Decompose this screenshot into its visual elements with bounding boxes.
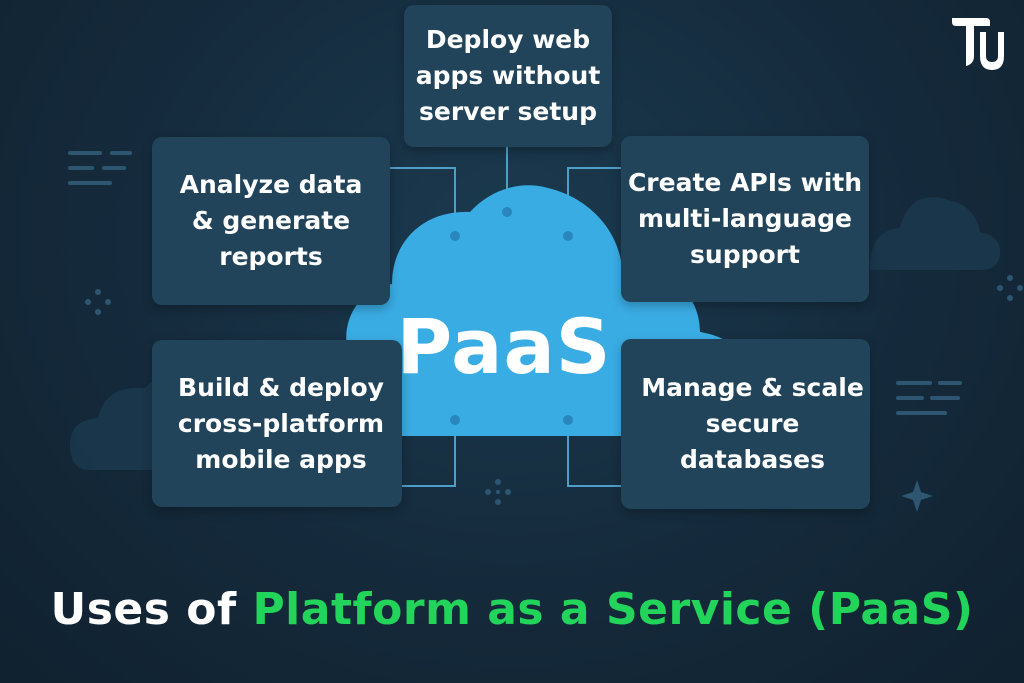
dash-lines-top-left — [68, 151, 132, 185]
dot-cluster-left — [85, 289, 111, 315]
dot-cluster-bottom — [485, 479, 511, 505]
card-manage-databases: Manage & scale secure databases — [621, 339, 870, 509]
sparkle-icon — [901, 480, 933, 512]
dot-cluster-right — [997, 275, 1023, 301]
headline-highlight: Platform as a Service (PaaS) — [252, 584, 974, 635]
tu-logo-icon — [952, 18, 1004, 70]
card-analyze-data: Analyze data & generate reports — [152, 137, 390, 305]
paas-center-label: PaaS — [396, 301, 612, 391]
bg-cloud-right — [870, 197, 1001, 270]
connector-dots — [450, 207, 573, 425]
card-create-apis: Create APIs with multi-language support — [621, 136, 869, 302]
card-deploy-web-apps: Deploy web apps without server setup — [404, 5, 612, 147]
headline-prefix: Uses of — [50, 584, 253, 635]
dash-lines-right — [896, 381, 962, 415]
card-build-mobile-apps: Build & deploy cross-platform mobile app… — [152, 340, 402, 507]
page-headline: Uses of Platform as a Service (PaaS) — [0, 578, 1024, 642]
